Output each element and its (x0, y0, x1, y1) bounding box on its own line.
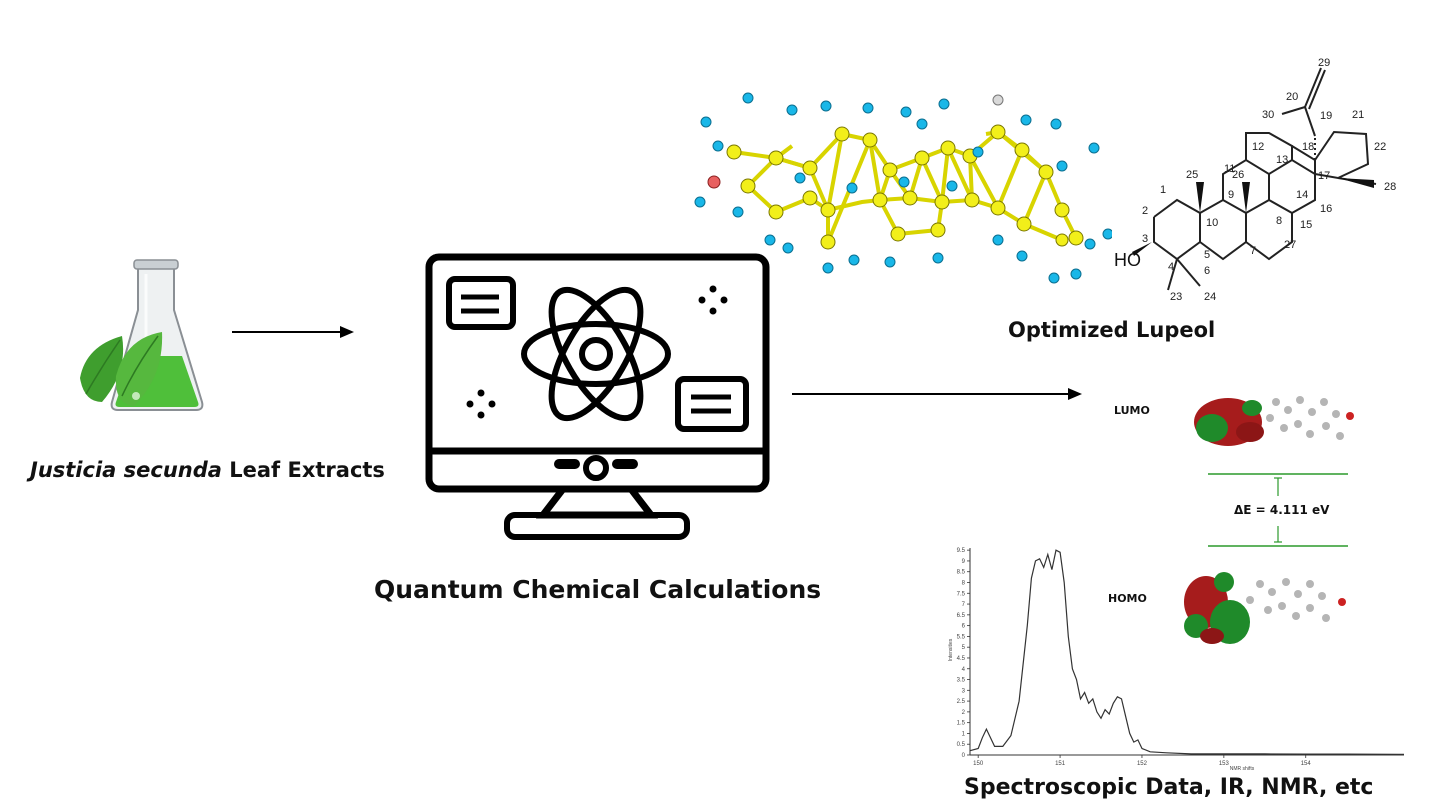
homo-orbital (1184, 572, 1346, 644)
svg-text:3: 3 (1142, 233, 1148, 245)
homo-label: HOMO (1108, 592, 1147, 605)
svg-text:29: 29 (1318, 57, 1330, 69)
nmr-y-tick-label: 3 (962, 688, 966, 694)
svg-text:26: 26 (1232, 169, 1244, 181)
nmr-y-tick-label: 8 (962, 581, 966, 587)
lumo-orbital (1194, 396, 1354, 446)
optimized-molecule-3d (694, 92, 1112, 284)
svg-text:4: 4 (1168, 261, 1174, 273)
svg-text:2: 2 (1142, 205, 1148, 217)
svg-text:10: 10 (1206, 217, 1218, 229)
svg-text:30: 30 (1262, 109, 1274, 121)
nmr-y-tick-label: 0.5 (957, 742, 966, 748)
nmr-x-tick-label: 152 (1137, 761, 1148, 767)
species-name: Justicia secunda (30, 458, 222, 482)
quantum-calculations-label: Quantum Chemical Calculations (374, 575, 822, 604)
svg-text:22: 22 (1374, 141, 1386, 153)
svg-text:28: 28 (1384, 181, 1396, 193)
svg-text:6: 6 (1204, 265, 1210, 277)
svg-text:12: 12 (1252, 141, 1264, 153)
extract-label: Justicia secunda Leaf Extracts (30, 458, 385, 482)
nmr-y-tick-label: 7 (962, 602, 966, 608)
nmr-y-tick-label: 9.5 (957, 548, 966, 554)
svg-text:27: 27 (1284, 239, 1296, 251)
svg-text:18: 18 (1302, 141, 1314, 153)
nmr-y-tick-label: 9 (962, 559, 966, 565)
svg-text:16: 16 (1320, 203, 1332, 215)
nmr-y-tick-label: 2.5 (957, 699, 966, 705)
arrow-extract-to-computer (232, 326, 354, 338)
nmr-y-tick-label: 6.5 (957, 613, 966, 619)
svg-text:9: 9 (1228, 189, 1234, 201)
lumo-label: LUMO (1114, 404, 1150, 417)
svg-text:8: 8 (1276, 215, 1282, 227)
nmr-spectrum-chart: 0 0.5 1 1.5 2 2.5 3 3.5 4 4.5 5 5.5 6 6.5 7 7.5 8 8.5 9 9.5… (948, 548, 1405, 772)
flask-leaves-illustration (80, 259, 204, 411)
leaf-icon (115, 332, 163, 406)
lupeol-structure-diagram: HO 1 2 3 4 5 6 7 8 9 10 11 12 13 14 15 1… (1114, 57, 1396, 303)
svg-text:23: 23 (1170, 291, 1182, 303)
hydroxyl-label: HO (1114, 250, 1141, 270)
svg-text:5: 5 (1204, 249, 1210, 261)
nmr-series-line (969, 549, 1405, 755)
nmr-x-tick-label: 150 (973, 761, 984, 767)
svg-text:19: 19 (1320, 110, 1332, 122)
svg-text:11: 11 (1224, 163, 1235, 175)
nmr-y-tick-label: 1 (962, 731, 966, 737)
arrow-computer-to-results (792, 388, 1082, 400)
svg-text:21: 21 (1352, 109, 1364, 121)
svg-text:17: 17 (1318, 170, 1330, 182)
computer-atom-icon (425, 253, 770, 540)
nmr-y-tick-label: 8.5 (957, 570, 966, 576)
svg-text:14: 14 (1296, 189, 1308, 201)
nmr-y-tick-label: 3.5 (957, 678, 966, 684)
nmr-y-tick-label: 4 (962, 667, 966, 673)
extract-suffix: Leaf Extracts (221, 458, 385, 482)
svg-text:7: 7 (1250, 245, 1256, 257)
energy-gap-label: ΔE = 4.111 eV (1234, 503, 1330, 517)
nmr-y-tick-label: 6 (962, 624, 966, 630)
nmr-x-axis-label: NMR shifts (1230, 766, 1255, 772)
nmr-y-tick-label: 5 (962, 645, 966, 651)
nmr-x-tick-label: 153 (1219, 761, 1230, 767)
nmr-y-axis-label: Intensities (948, 638, 954, 661)
optimized-lupeol-label: Optimized Lupeol (1008, 318, 1216, 342)
homo-lumo-diagram (1184, 396, 1354, 644)
svg-text:13: 13 (1276, 154, 1288, 166)
svg-text:25: 25 (1186, 169, 1198, 181)
nmr-y-tick-label: 0 (962, 753, 966, 759)
svg-text:24: 24 (1204, 291, 1216, 303)
nmr-x-tick-label: 151 (1055, 761, 1066, 767)
svg-text:15: 15 (1300, 219, 1312, 231)
svg-text:1: 1 (1160, 184, 1166, 196)
svg-text:20: 20 (1286, 91, 1298, 103)
nmr-y-tick-label: 7.5 (957, 591, 966, 597)
nmr-y-tick-label: 2 (962, 710, 966, 716)
nmr-y-tick-label: 5.5 (957, 634, 966, 640)
nmr-y-tick-label: 1.5 (957, 721, 966, 727)
spectroscopic-data-label: Spectroscopic Data, IR, NMR, etc (964, 775, 1374, 800)
nmr-x-tick-label: 154 (1301, 761, 1312, 767)
nmr-y-tick-label: 4.5 (957, 656, 966, 662)
